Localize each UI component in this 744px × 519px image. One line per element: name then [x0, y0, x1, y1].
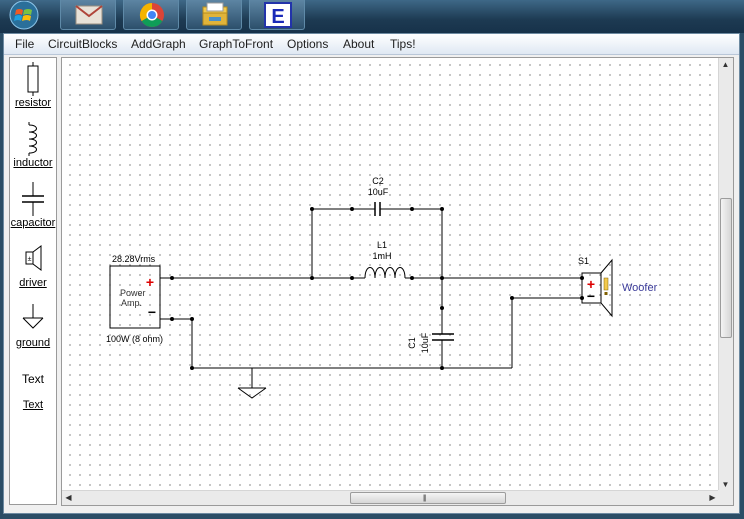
text-icon: Text — [21, 372, 44, 386]
menu-bar: File CircuitBlocks AddGraph GraphToFront… — [4, 34, 739, 55]
taskbar-button-explorer[interactable] — [186, 0, 242, 30]
component-palette: resistor inductor capacitor ± — [9, 57, 57, 505]
speaker-warning-icon — [603, 277, 609, 295]
horizontal-scroll-thumb[interactable]: ||| — [350, 492, 506, 504]
amp-name-line1: Power — [120, 288, 146, 298]
app-e-icon: E — [264, 2, 292, 28]
palette-label-ground: ground — [15, 337, 51, 349]
mail-icon — [75, 5, 103, 25]
menu-options[interactable]: Options — [287, 37, 329, 51]
file-explorer-icon — [202, 2, 228, 26]
capacitor-icon — [22, 182, 44, 216]
menu-circuit-blocks[interactable]: CircuitBlocks — [48, 37, 118, 51]
c2-value-label: 10uF — [368, 187, 389, 197]
speaker-name-label: S1 — [578, 256, 589, 266]
woofer-label: Woofer — [622, 282, 658, 294]
menu-tips[interactable]: Tips! — [390, 37, 416, 51]
palette-label-text: Text — [22, 399, 44, 411]
scrollbar-corner — [718, 490, 733, 505]
windows-start-icon[interactable] — [4, 0, 44, 31]
circuit-diagram: 28.28Vrms Power Amp. + − 100W (8 ohm) C2… — [106, 176, 658, 399]
amp-voltage-label: 28.28Vrms — [112, 254, 156, 264]
scroll-left-arrow-icon[interactable]: ◀ — [65, 493, 72, 502]
menu-file[interactable]: File — [15, 37, 35, 51]
ground-arrow — [237, 387, 267, 399]
app-window: File CircuitBlocks AddGraph GraphToFront… — [3, 33, 740, 514]
menu-graph-to-front[interactable]: GraphToFront — [199, 37, 274, 51]
menu-about[interactable]: About — [343, 37, 375, 51]
palette-item-capacitor[interactable]: capacitor — [10, 182, 56, 229]
svg-text:±: ± — [28, 256, 32, 263]
scroll-right-arrow-icon[interactable]: ▶ — [709, 493, 716, 502]
schematic-canvas-area: 28.28Vrms Power Amp. + − 100W (8 ohm) C2… — [61, 57, 734, 506]
driver-icon: ± — [25, 245, 42, 271]
palette-label-resistor: resistor — [14, 97, 52, 109]
c2-name-label: C2 — [372, 176, 384, 186]
power-amp-box — [109, 265, 161, 329]
horizontal-scrollbar[interactable]: ◀ ||| ▶ — [62, 490, 719, 505]
svg-text:E: E — [271, 6, 284, 28]
taskbar: E — [0, 0, 744, 33]
c1-value-label: 10uF — [420, 332, 430, 353]
vertical-scroll-thumb[interactable] — [720, 198, 732, 338]
amp-minus-terminal: − — [148, 304, 156, 320]
taskbar-button-app[interactable]: E — [249, 0, 305, 30]
amp-rating-label: 100W (8 ohm) — [106, 334, 163, 344]
menu-add-graph[interactable]: AddGraph — [131, 37, 186, 51]
palette-item-ground[interactable]: ground — [10, 302, 56, 349]
palette-item-driver[interactable]: ± driver — [10, 242, 56, 289]
vertical-scrollbar[interactable]: ▲ ▼ — [718, 58, 733, 491]
schematic-canvas[interactable]: 28.28Vrms Power Amp. + − 100W (8 ohm) C2… — [62, 58, 719, 491]
palette-item-resistor[interactable]: resistor — [10, 62, 56, 109]
resistor-icon — [27, 62, 39, 96]
c1-name-label: C1 — [407, 337, 417, 349]
chrome-icon — [139, 2, 164, 28]
taskbar-button-chrome[interactable] — [123, 0, 179, 30]
amp-plus-terminal: + — [146, 274, 154, 290]
palette-item-inductor[interactable]: inductor — [10, 122, 56, 169]
taskbar-button-mail[interactable] — [60, 0, 116, 30]
l1-value-label: 1mH — [372, 251, 391, 261]
palette-label-driver: driver — [19, 277, 47, 289]
scroll-down-arrow-icon[interactable]: ▼ — [721, 480, 730, 489]
speaker-cone — [600, 258, 613, 318]
l1-name-label: L1 — [377, 240, 387, 250]
palette-label-capacitor: capacitor — [10, 217, 56, 229]
speaker-minus-terminal: − — [587, 288, 595, 304]
palette-item-text[interactable]: Text Text — [10, 370, 56, 411]
amp-name-line2: Amp. — [121, 298, 142, 308]
inductor-icon — [28, 122, 37, 156]
palette-label-inductor: inductor — [13, 157, 53, 169]
speaker-plus-terminal: + — [587, 276, 595, 292]
ground-icon — [22, 304, 44, 329]
scroll-grip-icon: ||| — [423, 495, 427, 502]
scroll-up-arrow-icon[interactable]: ▲ — [721, 60, 730, 69]
inductor-l1-coils — [364, 267, 406, 279]
